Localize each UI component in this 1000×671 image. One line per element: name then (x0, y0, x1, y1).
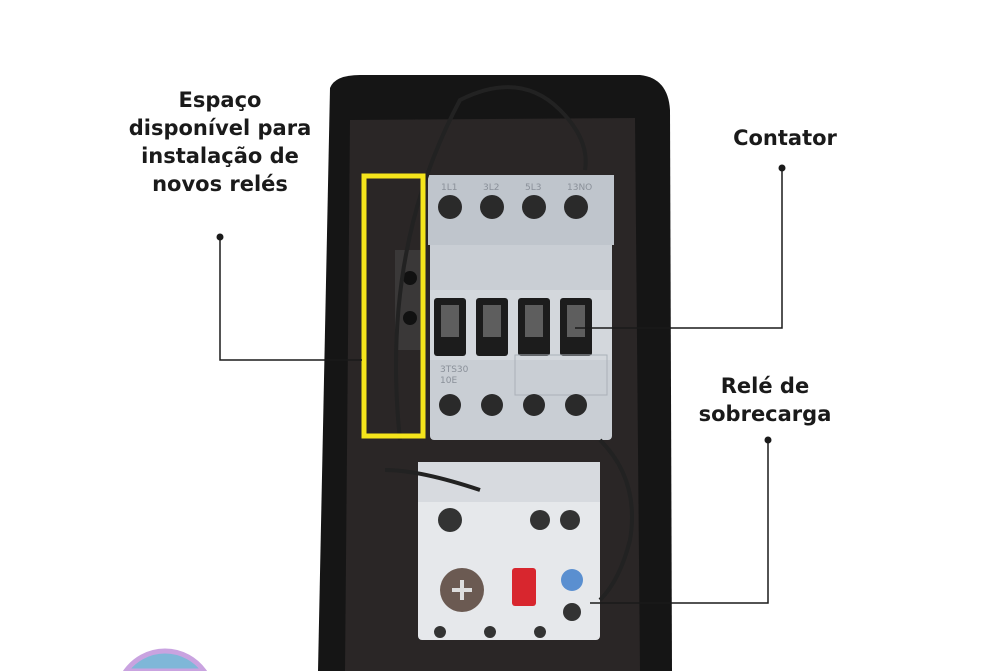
terminal-label: 5L3 (525, 183, 541, 193)
terminal-screw (481, 394, 503, 416)
terminal-screw (523, 394, 545, 416)
label-overload-relay: Relé de sobrecarga (680, 372, 850, 428)
leader-dot (216, 233, 224, 241)
label-line: sobrecarga (698, 402, 832, 426)
model-text: 3TS30 (440, 365, 469, 375)
wire (598, 438, 634, 602)
contactor: 1L1 3L2 5L3 13NO 3TS30 10E (428, 175, 614, 440)
terminal-label: 1L1 (441, 183, 457, 193)
terminal-screw (480, 195, 504, 219)
terminal-screw (565, 394, 587, 416)
label-contactor: Contator (700, 124, 870, 152)
leader-dot (764, 436, 772, 444)
leader-dot (778, 164, 786, 172)
terminal-label: 3L2 (483, 183, 499, 193)
overload-relay (418, 462, 600, 640)
terminal-label: 13NO (567, 183, 592, 193)
label-line: Relé de (720, 374, 810, 398)
rail-clip (403, 311, 417, 325)
contact-button-window (441, 305, 459, 337)
model-text: 10E (440, 376, 457, 386)
label-line: Contator (733, 126, 837, 150)
label-free-space: Espaço disponível para instalação de nov… (110, 86, 330, 198)
test-button (561, 569, 583, 591)
terminal-screw (438, 195, 462, 219)
label-line: Espaço (178, 88, 262, 112)
reset-button (512, 568, 536, 606)
label-line: instalação de (141, 144, 299, 168)
terminal-screw (522, 195, 546, 219)
label-line: disponível para (128, 116, 312, 140)
leader-space (219, 237, 362, 361)
leader-contactor (575, 168, 783, 329)
contact-button-window (483, 305, 501, 337)
contact-button-window (525, 305, 543, 337)
rail-clip (403, 271, 417, 285)
contact-button-window (567, 305, 585, 337)
leader-overload (590, 440, 769, 604)
wire (384, 468, 481, 492)
terminal-screw (564, 195, 588, 219)
logo (122, 648, 208, 671)
label-line: novos relés (152, 172, 288, 196)
free-space-highlight (361, 173, 426, 439)
wire (394, 85, 588, 441)
terminal-screw (439, 394, 461, 416)
